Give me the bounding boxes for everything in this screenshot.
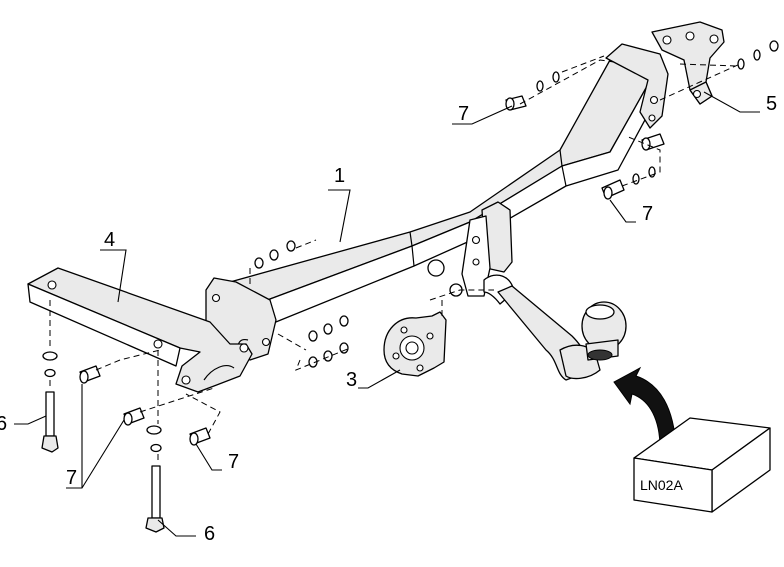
- label-bolt-top: 7: [458, 103, 469, 125]
- label-left-bracket: 4: [104, 229, 115, 251]
- nut-set-beam: [254, 240, 349, 368]
- bolt-set-bottom: [79, 365, 211, 446]
- label-bolt-6-left: 6: [0, 413, 7, 435]
- label-beam: 1: [334, 165, 345, 187]
- kit-box-label: LN02A: [640, 477, 683, 493]
- bolt-set-top: [505, 71, 560, 111]
- leader-lines: [14, 91, 760, 537]
- callout-labels: 1 4 7 5 3 7 6 7 6 7: [0, 93, 777, 545]
- bolt-6-bottom: [145, 425, 165, 533]
- bolt-6-left: [41, 351, 59, 453]
- bolt-set-right: [601, 40, 779, 200]
- label-bolt-right: 7: [642, 203, 653, 225]
- label-right-bracket: 5: [766, 93, 777, 115]
- curved-arrow-icon: [613, 366, 677, 449]
- towball: [581, 301, 627, 361]
- left-bracket: [27, 267, 253, 393]
- right-bracket: [651, 21, 725, 105]
- socket-plate: [383, 311, 447, 377]
- label-bolt-bottom-center: 7: [228, 451, 239, 473]
- label-bolt-bottom-left: 7: [66, 467, 77, 489]
- label-bolt-6-bottom: 6: [204, 523, 215, 545]
- towball-neck: [427, 201, 627, 381]
- kit-box: LN02A: [633, 417, 771, 513]
- assembly-dashed-lines: [49, 55, 741, 464]
- label-socket-plate: 3: [346, 369, 357, 391]
- crossbeam: [205, 43, 669, 361]
